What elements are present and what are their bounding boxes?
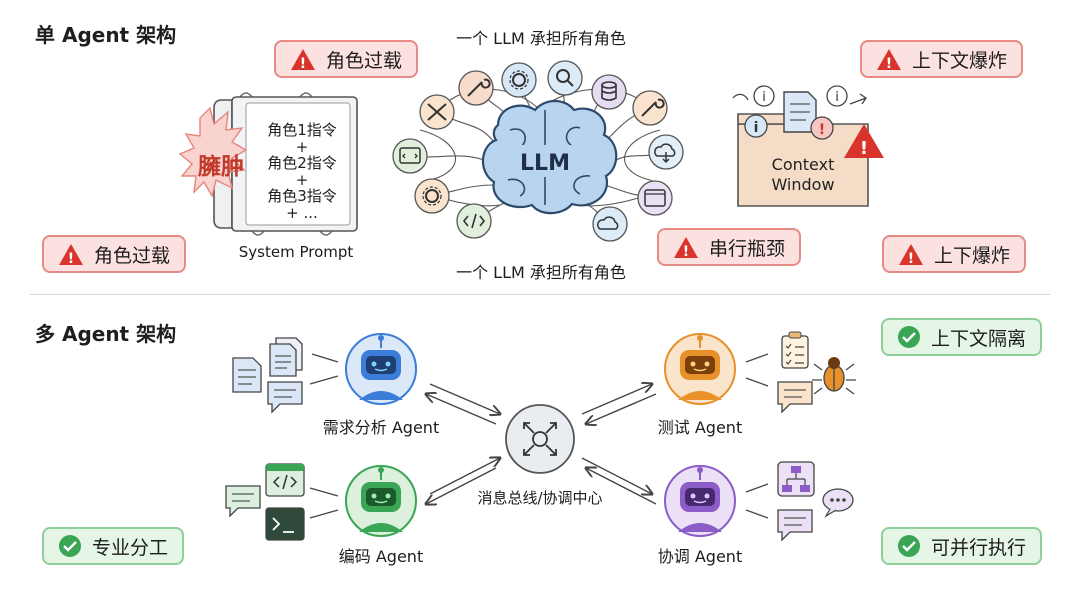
document-icon xyxy=(783,91,817,133)
badge-parallel: 可并行执行 xyxy=(881,527,1043,565)
tool-connector-lines xyxy=(309,353,769,519)
message-bus-label: 消息总线/协调中心 xyxy=(477,489,603,507)
svg-text:!: ! xyxy=(860,138,868,159)
agent-coding-label: 编码 Agent xyxy=(338,547,424,566)
code-editor-icon xyxy=(265,463,305,497)
wrench-icon xyxy=(458,70,494,106)
badge-label: 上下爆炸 xyxy=(934,244,1011,267)
agent-requirements-robot xyxy=(345,333,417,405)
info-icon: i xyxy=(753,85,775,107)
chat-dots-icon xyxy=(822,488,854,518)
badge-serial-bottleneck: ! 串行瓶颈 xyxy=(657,228,802,266)
checklist-icon xyxy=(781,331,809,369)
svg-text:i: i xyxy=(762,90,766,105)
cloud-icon xyxy=(592,206,628,242)
prompt-line-1: 角色1指令 xyxy=(267,121,337,139)
check-circle-icon xyxy=(898,326,920,348)
prompt-plus-1: + xyxy=(295,138,309,156)
warning-icon: ! xyxy=(674,236,698,259)
system-prompt-label: System Prompt xyxy=(238,243,354,261)
agent-coding-robot xyxy=(345,465,417,537)
bug-icon xyxy=(812,357,856,395)
prompt-plus-3: + ... xyxy=(286,204,318,222)
message-bus-hub xyxy=(505,404,575,474)
context-window-box: i i i ! ! xyxy=(732,85,884,207)
warning-icon: ! xyxy=(899,243,923,266)
cloud-download-icon xyxy=(648,134,684,170)
chat-bubble-icon-4 xyxy=(777,509,813,542)
wrench-screwdriver-icon xyxy=(419,94,455,130)
badge-label: 角色过载 xyxy=(94,244,171,267)
single-agent-diagram: LLM xyxy=(178,60,884,242)
code-window-icon xyxy=(392,138,428,174)
svg-text:!: ! xyxy=(908,251,914,266)
badge-context-explosion-top: ! 上下文爆炸 xyxy=(860,40,1024,78)
code-icon xyxy=(456,203,492,239)
llm-brain-cluster: LLM xyxy=(392,60,684,242)
svg-text:!: ! xyxy=(68,251,74,266)
info-icon-3: i xyxy=(826,85,848,107)
check-circle-icon xyxy=(59,535,81,557)
context-window-label: Context Window xyxy=(738,155,868,195)
agent-coordination-robot xyxy=(664,465,736,537)
agent-coordination-label: 协调 Agent xyxy=(657,547,743,566)
svg-text:!: ! xyxy=(819,122,825,138)
search-icon xyxy=(547,60,583,96)
warning-icon: ! xyxy=(59,243,83,266)
database-icon xyxy=(591,74,627,110)
documents-stack-icon xyxy=(269,337,303,377)
warning-triangle-icon: ! xyxy=(844,124,884,159)
badge-label: 上下文隔离 xyxy=(931,327,1027,350)
badge-label: 上下文爆炸 xyxy=(912,49,1008,72)
warning-icon: ! xyxy=(291,48,315,71)
svg-text:LLM: LLM xyxy=(520,151,570,176)
flowchart-icon xyxy=(777,461,815,497)
gear-icon-2 xyxy=(414,178,450,214)
badge-label: 可并行执行 xyxy=(931,536,1027,559)
agent-testing-label: 测试 Agent xyxy=(657,418,743,437)
chat-bubble-icon-2 xyxy=(777,381,813,414)
single-agent-title: 单 Agent 架构 xyxy=(35,23,177,47)
section-divider xyxy=(30,294,1050,295)
connection-arrows xyxy=(426,384,657,504)
badge-role-overload-bottom: ! 角色过载 xyxy=(42,235,187,273)
info-icon-2: i xyxy=(744,114,768,138)
llm-caption-top: 一个 LLM 承担所有角色 xyxy=(456,29,626,48)
chat-bubble-icon-3 xyxy=(225,485,261,518)
chat-bubble-icon xyxy=(267,381,303,414)
badge-label: 角色过载 xyxy=(326,49,403,72)
system-prompt-scroll xyxy=(178,92,358,236)
svg-text:i: i xyxy=(835,90,839,105)
llm-caption-bottom: 一个 LLM 承担所有角色 xyxy=(456,263,626,282)
system-prompt-content: 角色1指令 + 角色2指令 + 角色3指令 + ... xyxy=(254,120,350,222)
terminal-icon xyxy=(265,507,305,541)
badge-specialization: 专业分工 xyxy=(42,527,185,565)
multi-agent-diagram xyxy=(225,331,856,542)
badge-role-overload-top: ! 角色过载 xyxy=(274,40,419,78)
gear-icon xyxy=(501,62,537,98)
svg-text:i: i xyxy=(754,120,759,136)
alert-circle-icon: ! xyxy=(810,116,834,140)
context-window-line1: Context xyxy=(771,155,835,174)
multi-agent-title: 多 Agent 架构 xyxy=(35,322,177,346)
wrench-icon-2 xyxy=(632,90,668,126)
prompt-line-3: 角色3指令 xyxy=(267,187,337,205)
svg-text:!: ! xyxy=(300,56,306,71)
agent-testing-robot xyxy=(664,333,736,405)
badge-label: 专业分工 xyxy=(92,536,169,559)
svg-text:!: ! xyxy=(683,244,689,259)
badge-context-isolation: 上下文隔离 xyxy=(881,318,1043,356)
svg-text:!: ! xyxy=(886,56,892,71)
check-circle-icon xyxy=(898,535,920,557)
badge-label: 串行瓶颈 xyxy=(709,237,786,260)
prompt-line-2: 角色2指令 xyxy=(267,154,337,172)
warning-icon: ! xyxy=(877,48,901,71)
badge-up-down-explosion: ! 上下爆炸 xyxy=(882,235,1027,273)
prompt-plus-2: + xyxy=(295,171,309,189)
context-window-line2: Window xyxy=(771,175,835,194)
document-icon xyxy=(232,357,262,393)
browser-code-icon xyxy=(637,180,673,216)
swelling-label: 臃肿 xyxy=(198,154,244,180)
agent-requirements-label: 需求分析 Agent xyxy=(322,418,440,437)
